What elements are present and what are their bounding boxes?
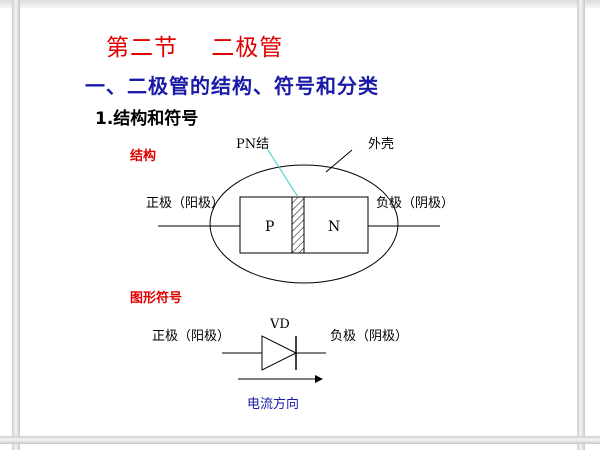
pn-junction-region <box>291 196 305 254</box>
shell-label: 外壳 <box>368 137 394 152</box>
n-region-label: N <box>328 219 340 235</box>
section-subtitle: 一、二极管的结构、符号和分类 <box>85 74 379 98</box>
structure-label: 结构 <box>130 149 157 164</box>
p-region-label: P <box>265 219 274 235</box>
bottom-border <box>0 436 600 444</box>
current-direction-label: 电流方向 <box>247 396 299 412</box>
pn-pointer-line <box>267 149 299 198</box>
shell-pointer-line <box>325 149 353 173</box>
right-border <box>577 0 585 450</box>
left-border <box>12 0 20 450</box>
subsection-heading: 1.结构和符号 <box>95 109 199 129</box>
slide-title: 第二节 二极管 <box>106 35 284 61</box>
structure-anode-label: 正极（阳极） <box>146 196 224 211</box>
symbol-label: 图形符号 <box>130 291 183 306</box>
shell-ellipse <box>209 164 399 284</box>
device-label: VD <box>269 317 290 332</box>
pn-junction-label: PN结 <box>236 137 269 152</box>
symbol-cathode-label: 负极（阴极） <box>330 329 408 344</box>
symbol-anode-label: 正极（阳极） <box>152 329 230 344</box>
diode-triangle <box>261 335 298 371</box>
top-border <box>0 0 600 8</box>
structure-cathode-label: 负极（阴极） <box>376 196 454 211</box>
